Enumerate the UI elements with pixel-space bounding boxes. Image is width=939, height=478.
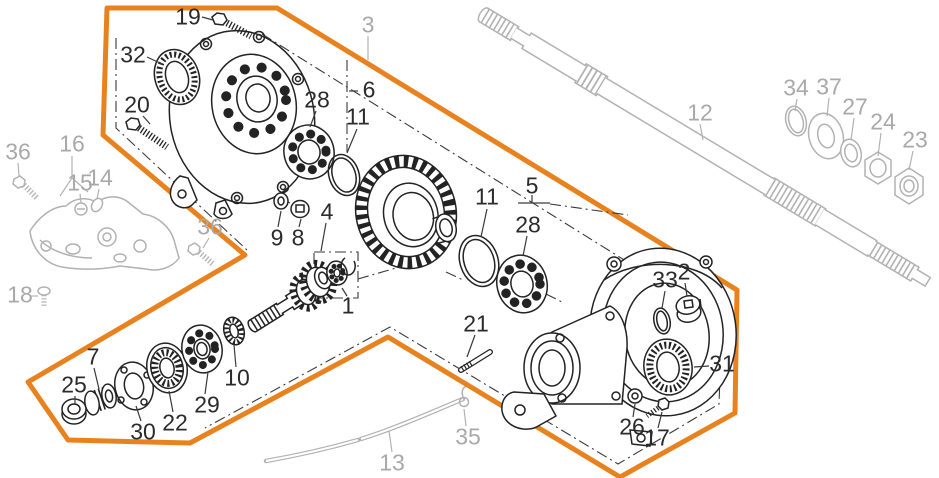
washer-9 (273, 192, 289, 210)
part-callout-20: 20 (124, 91, 150, 118)
hose-clip-35 (458, 385, 470, 408)
part-callout-13: 13 (379, 449, 405, 476)
ring-gear (354, 154, 458, 270)
part-callout-23: 23 (902, 126, 928, 153)
ring-27 (839, 138, 863, 168)
part-callout-32: 32 (120, 41, 146, 68)
bearing-retainer-22 (146, 342, 188, 394)
leader-lines-dim (17, 36, 914, 453)
bolt-18 (37, 286, 51, 307)
part-callout-2: 2 (677, 258, 691, 285)
clip-14 (90, 197, 104, 213)
guard-plate (12, 175, 215, 307)
part-callout-1: 1 (341, 292, 355, 319)
part-callout-7: 7 (86, 343, 100, 370)
breather-hose (263, 385, 470, 464)
part-callout-28: 28 (304, 86, 330, 113)
washer-37 (807, 112, 845, 160)
part-callout-36: 36 (197, 213, 223, 240)
part-callout-25: 25 (61, 371, 87, 398)
axle-hardware (784, 105, 924, 205)
pin-21 (458, 349, 493, 373)
part-callout-11: 11 (475, 183, 499, 210)
bearing-28-left (283, 124, 335, 180)
washer-26 (627, 388, 643, 404)
snap-ring-11-left (327, 153, 361, 197)
cap-2 (675, 295, 702, 323)
part-callout-9: 9 (270, 224, 284, 251)
splined-bushing-7 (84, 383, 117, 416)
bearing-1 (326, 257, 356, 286)
highlight-region (25, 5, 740, 478)
axle-shaft (477, 7, 932, 288)
part-callout-30: 30 (130, 418, 156, 445)
gear-case (501, 247, 737, 447)
part-callout-29: 29 (194, 391, 220, 418)
bolt-17 (645, 397, 670, 419)
part-callout-36: 36 (5, 138, 31, 165)
part-callout-21: 21 (463, 310, 489, 337)
bolt-19 (211, 12, 253, 40)
bearing-28-right (495, 254, 549, 314)
part-callout-31: 31 (709, 350, 735, 377)
part-callout-15: 15 (67, 169, 93, 196)
bolt-36-right (187, 242, 215, 267)
o-ring-33 (652, 307, 672, 335)
part-callout-10: 10 (224, 364, 250, 391)
bolt-36-left (12, 175, 41, 202)
part-callout-26: 26 (619, 413, 645, 440)
part-callout-18: 18 (7, 281, 33, 308)
part-callout-37: 37 (816, 73, 842, 100)
leader-lines (74, 16, 710, 429)
snap-ring-11-right (458, 234, 500, 288)
oil-seal-31 (643, 338, 693, 396)
bearing-29 (181, 324, 223, 374)
oil-seal-32 (153, 48, 201, 106)
bolt-20 (125, 117, 169, 150)
part-callout-14: 14 (87, 164, 113, 191)
nut-23 (894, 167, 924, 205)
part-callout-5: 5 (525, 172, 539, 199)
part-callout-16: 16 (59, 130, 85, 157)
part-callout-17: 17 (644, 424, 670, 451)
part-callout-35: 35 (455, 423, 481, 450)
part-callout-22: 22 (162, 409, 188, 436)
part-callout-3: 3 (361, 11, 375, 38)
part-callout-19: 19 (175, 3, 201, 30)
part-callout-28: 28 (515, 211, 541, 238)
part-callout-4: 4 (320, 198, 334, 225)
seal-10 (222, 316, 246, 346)
part-callout-34: 34 (783, 74, 809, 101)
part-callout-11: 11 (346, 103, 370, 130)
part-callout-12: 12 (687, 99, 713, 126)
nut-24 (864, 151, 892, 185)
part-callout-27: 27 (842, 93, 868, 120)
pinion-gear-assembly (247, 257, 356, 333)
screw-15 (74, 202, 88, 216)
part-callout-8: 8 (291, 224, 305, 251)
nut-25 (61, 398, 87, 425)
part-callout-33: 33 (652, 266, 678, 293)
plug-8 (290, 199, 310, 219)
ring-34 (784, 105, 808, 137)
part-callout-6: 6 (362, 76, 376, 103)
part-callout-24: 24 (870, 108, 896, 135)
final-drive-cover (168, 29, 316, 220)
